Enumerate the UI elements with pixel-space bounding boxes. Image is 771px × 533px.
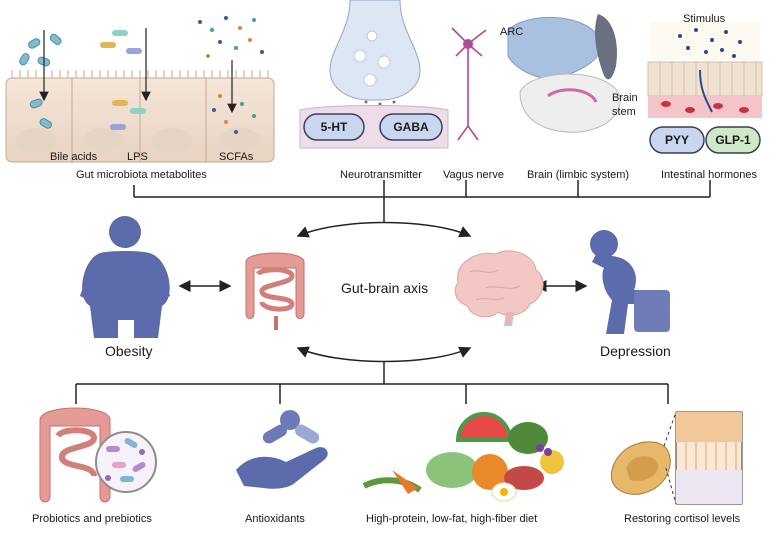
- label-diet: High-protein, low-fat, high-fiber diet: [366, 513, 538, 525]
- connector-lines: [75, 180, 711, 404]
- diet-illustration: [362, 412, 564, 502]
- caption-neurotransmitter: Neurotransmitter: [340, 169, 422, 181]
- obesity-figure: [80, 216, 170, 338]
- caption-brain-limbic: Brain (limbic system): [527, 169, 630, 181]
- badge-gaba: GABA: [393, 120, 429, 134]
- caption-gut-metabolites: Gut microbiota metabolites: [76, 169, 207, 181]
- label-antioxidants: Antioxidants: [245, 513, 305, 525]
- badge-pyy: PYY: [664, 133, 689, 147]
- probiotics-illustration: [39, 407, 157, 503]
- caption-vagus-nerve: Vagus nerve: [443, 169, 504, 181]
- label-probiotics: Probiotics and prebiotics: [32, 513, 152, 525]
- badge-glp1: GLP-1: [715, 133, 751, 147]
- intestinal-hormones-illustration: [647, 22, 763, 154]
- label-stimulus: Stimulus: [683, 13, 726, 25]
- label-bile-acids: Bile acids: [50, 151, 98, 163]
- intestine-illustration: [245, 252, 305, 330]
- gut-epithelium-illustration: [5, 16, 275, 163]
- caption-intestinal-hormones: Intestinal hormones: [661, 169, 757, 181]
- label-lps: LPS: [127, 151, 148, 163]
- label-depression: Depression: [600, 343, 671, 359]
- label-obesity: Obesity: [105, 343, 153, 359]
- label-cortisol: Restoring cortisol levels: [624, 513, 741, 525]
- badge-5ht: 5-HT: [320, 120, 348, 134]
- label-scfas: SCFAs: [219, 151, 254, 163]
- label-gut-brain-axis: Gut-brain axis: [341, 280, 429, 296]
- vagus-brain-illustration: [451, 14, 621, 141]
- synapse-illustration: [299, 0, 449, 149]
- antioxidants-illustration: [236, 410, 328, 489]
- label-arc: ARC: [500, 26, 524, 38]
- label-brain-stem-2: stem: [612, 106, 636, 118]
- depression-figure: [590, 230, 670, 334]
- cortisol-illustration: [610, 411, 743, 505]
- brain-illustration: [454, 250, 544, 326]
- label-brain-stem-1: Brain: [612, 92, 638, 104]
